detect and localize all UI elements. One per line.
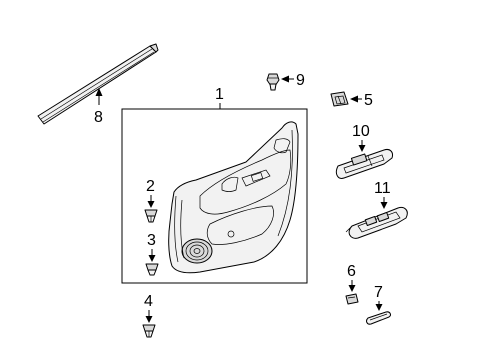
switch-assembly-part-11: 11 xyxy=(345,180,408,239)
callout-1: 1 xyxy=(215,86,224,109)
callout-label-11: 11 xyxy=(374,180,391,197)
callout-label-4: 4 xyxy=(144,293,153,310)
clip-part-4: 4 xyxy=(142,293,156,338)
callout-label-7: 7 xyxy=(374,284,383,301)
callout-label-2: 2 xyxy=(146,178,155,195)
clip-part-3: 3 xyxy=(145,232,159,276)
callout-label-3: 3 xyxy=(147,232,156,249)
assembly-frame xyxy=(121,108,308,284)
callout-label-1: 1 xyxy=(215,86,224,103)
switch-bezel-part-10: 10 xyxy=(335,123,393,179)
belt-molding-part-8 xyxy=(37,43,159,125)
callout-label-6: 6 xyxy=(347,263,356,280)
door-trim-panel-part-1 xyxy=(168,121,299,274)
callout-label-10: 10 xyxy=(352,123,370,140)
cap-part-6: 6 xyxy=(345,263,359,305)
retainer-part-5: 5 xyxy=(330,91,373,109)
callout-label-8: 8 xyxy=(94,109,103,126)
callout-8: 8 xyxy=(94,88,103,126)
handle-cover-part-7: 7 xyxy=(366,284,391,325)
clip-part-2: 2 xyxy=(144,178,158,223)
callout-label-9: 9 xyxy=(296,72,305,89)
callout-label-5: 5 xyxy=(364,92,373,109)
bushing-part-9: 9 xyxy=(266,72,305,91)
